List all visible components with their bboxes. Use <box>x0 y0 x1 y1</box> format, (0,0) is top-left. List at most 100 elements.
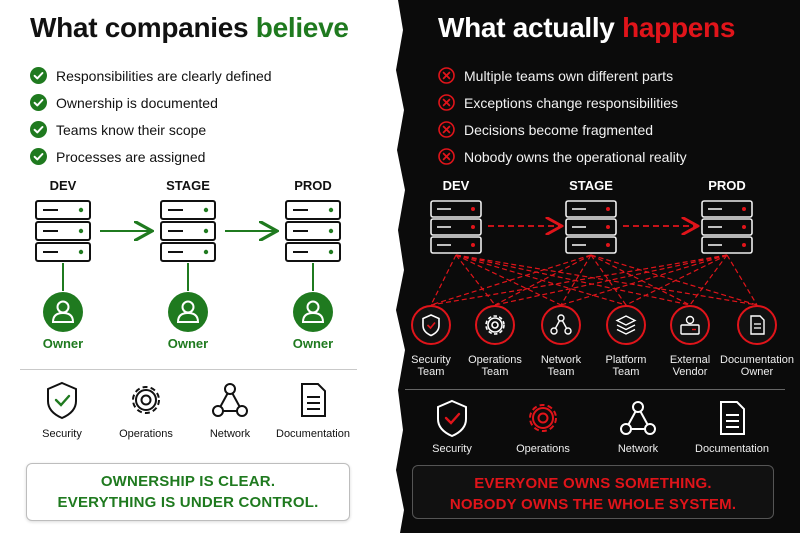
reality-bullet: Decisions become fragmented <box>438 116 687 143</box>
reality-banner-line: EVERYONE OWNS SOMETHING. <box>474 475 712 492</box>
x-circle-icon <box>438 121 455 138</box>
belief-bullet-text: Responsibilities are clearly defined <box>56 67 272 84</box>
check-circle-icon <box>30 148 47 165</box>
tangled-connector <box>689 254 728 306</box>
reality-bullet: Nobody owns the operational reality <box>438 143 687 170</box>
stage-label-prod: PROD <box>708 178 746 193</box>
reality-bullet-text: Nobody owns the operational reality <box>464 148 687 165</box>
tangled-connector <box>625 254 728 306</box>
belief-bullet: Responsibilities are clearly defined <box>30 62 272 89</box>
category-label-documentation: Documentation <box>695 443 769 455</box>
network-icon <box>212 383 248 417</box>
belief-bullet: Teams know their scope <box>30 116 272 143</box>
category-label-network: Network <box>210 428 251 440</box>
server-icon <box>701 200 753 254</box>
tangled-connector <box>430 254 457 306</box>
category-label-network: Network <box>618 443 659 455</box>
belief-banner-line: EVERYTHING IS UNDER CONTROL. <box>57 494 319 511</box>
reality-banner: EVERYONE OWNS SOMETHING. NOBODY OWNS THE… <box>412 465 774 519</box>
tangled-connector <box>455 254 562 306</box>
category-label-operations: Operations <box>119 428 173 440</box>
team-label-line: Team <box>613 366 640 378</box>
belief-bullet: Ownership is documented <box>30 89 272 116</box>
tangled-connector <box>494 254 728 306</box>
reality-bullet: Multiple teams own different parts <box>438 62 687 89</box>
stage-label-dev: DEV <box>443 178 470 193</box>
owner-label: Owner <box>168 336 208 351</box>
tangled-connector <box>590 254 691 306</box>
owner-user-icon <box>43 292 83 332</box>
belief-bullet-text: Teams know their scope <box>56 121 207 138</box>
shield-check-icon <box>47 381 77 420</box>
belief-bullet-list: Responsibilities are clearly defined Own… <box>30 62 272 170</box>
reality-divider <box>405 389 785 390</box>
x-circle-icon <box>438 148 455 165</box>
document-icon <box>720 401 745 435</box>
document-icon <box>301 383 326 417</box>
reality-title: What actually happens <box>438 12 735 44</box>
gear-icon <box>475 305 515 345</box>
server-icon <box>285 200 341 262</box>
tangled-ownership-lines <box>430 254 758 306</box>
belief-title: What companies believe <box>30 12 349 44</box>
category-label-operations: Operations <box>516 443 570 455</box>
server-icon <box>35 200 91 262</box>
reality-bullet-list: Multiple teams own different parts Excep… <box>438 62 687 170</box>
team-label-line: Vendor <box>673 366 708 378</box>
tangled-connector <box>560 254 728 306</box>
shield-icon <box>411 305 451 345</box>
tangled-connector <box>726 254 758 306</box>
belief-title-highlight: believe <box>255 12 349 43</box>
tangled-connector <box>590 254 758 306</box>
team-label-line: Documentation <box>720 354 794 366</box>
network-icon <box>620 401 656 435</box>
owner-user-icon <box>293 292 333 332</box>
reality-bullet: Exceptions change responsibilities <box>438 89 687 116</box>
reality-title-highlight: happens <box>622 12 736 43</box>
server-icon <box>160 200 216 262</box>
tangled-connector <box>560 254 592 306</box>
tangled-connector <box>590 254 627 306</box>
tangled-connector <box>455 254 758 306</box>
reality-bullet-text: Exceptions change responsibilities <box>464 94 679 111</box>
reality-title-text: What actually <box>438 12 623 43</box>
team-label-line: Platform <box>606 354 647 366</box>
tangled-connector <box>455 254 496 306</box>
x-circle-icon <box>438 67 455 84</box>
server-icon <box>565 200 617 254</box>
belief-bullet-text: Processes are assigned <box>56 148 206 165</box>
check-circle-icon <box>30 67 47 84</box>
reality-banner-line: NOBODY OWNS THE WHOLE SYSTEM. <box>449 496 737 513</box>
check-circle-icon <box>30 94 47 111</box>
team-label-line: Operations <box>468 354 522 366</box>
category-label-documentation: Documentation <box>276 428 350 440</box>
owner-user-icon <box>168 292 208 332</box>
tangled-connector <box>455 254 627 306</box>
reality-bullet-text: Decisions become fragmented <box>464 121 654 138</box>
team-label-line: Network <box>541 354 582 366</box>
belief-bullet-text: Ownership is documented <box>56 94 218 111</box>
stage-label-dev: DEV <box>50 178 77 193</box>
tangled-connector <box>494 254 592 306</box>
stage-label-prod: PROD <box>294 178 332 193</box>
team-label-line: Team <box>418 366 445 378</box>
reality-pipeline-diagram: DEV STAGE PROD <box>411 178 794 455</box>
belief-banner-line: OWNERSHIP IS CLEAR. <box>100 473 276 490</box>
belief-divider <box>20 369 357 370</box>
category-label-security: Security <box>432 443 472 455</box>
belief-bullet: Processes are assigned <box>30 143 272 170</box>
belief-title-text: What companies <box>30 12 256 43</box>
tangled-connector <box>430 254 592 306</box>
team-label-line: Team <box>548 366 575 378</box>
check-circle-icon <box>30 121 47 138</box>
team-label-line: Owner <box>741 366 774 378</box>
team-label-line: External <box>670 354 710 366</box>
server-icon <box>430 200 482 254</box>
reality-bullet-text: Multiple teams own different parts <box>464 67 674 84</box>
category-label-security: Security <box>42 428 82 440</box>
x-circle-icon <box>438 94 455 111</box>
belief-pipeline-diagram: DEV STAGE PROD <box>35 178 350 440</box>
team-label-line: Security <box>411 354 451 366</box>
belief-panel: What companies believe Responsibilities … <box>0 0 405 533</box>
